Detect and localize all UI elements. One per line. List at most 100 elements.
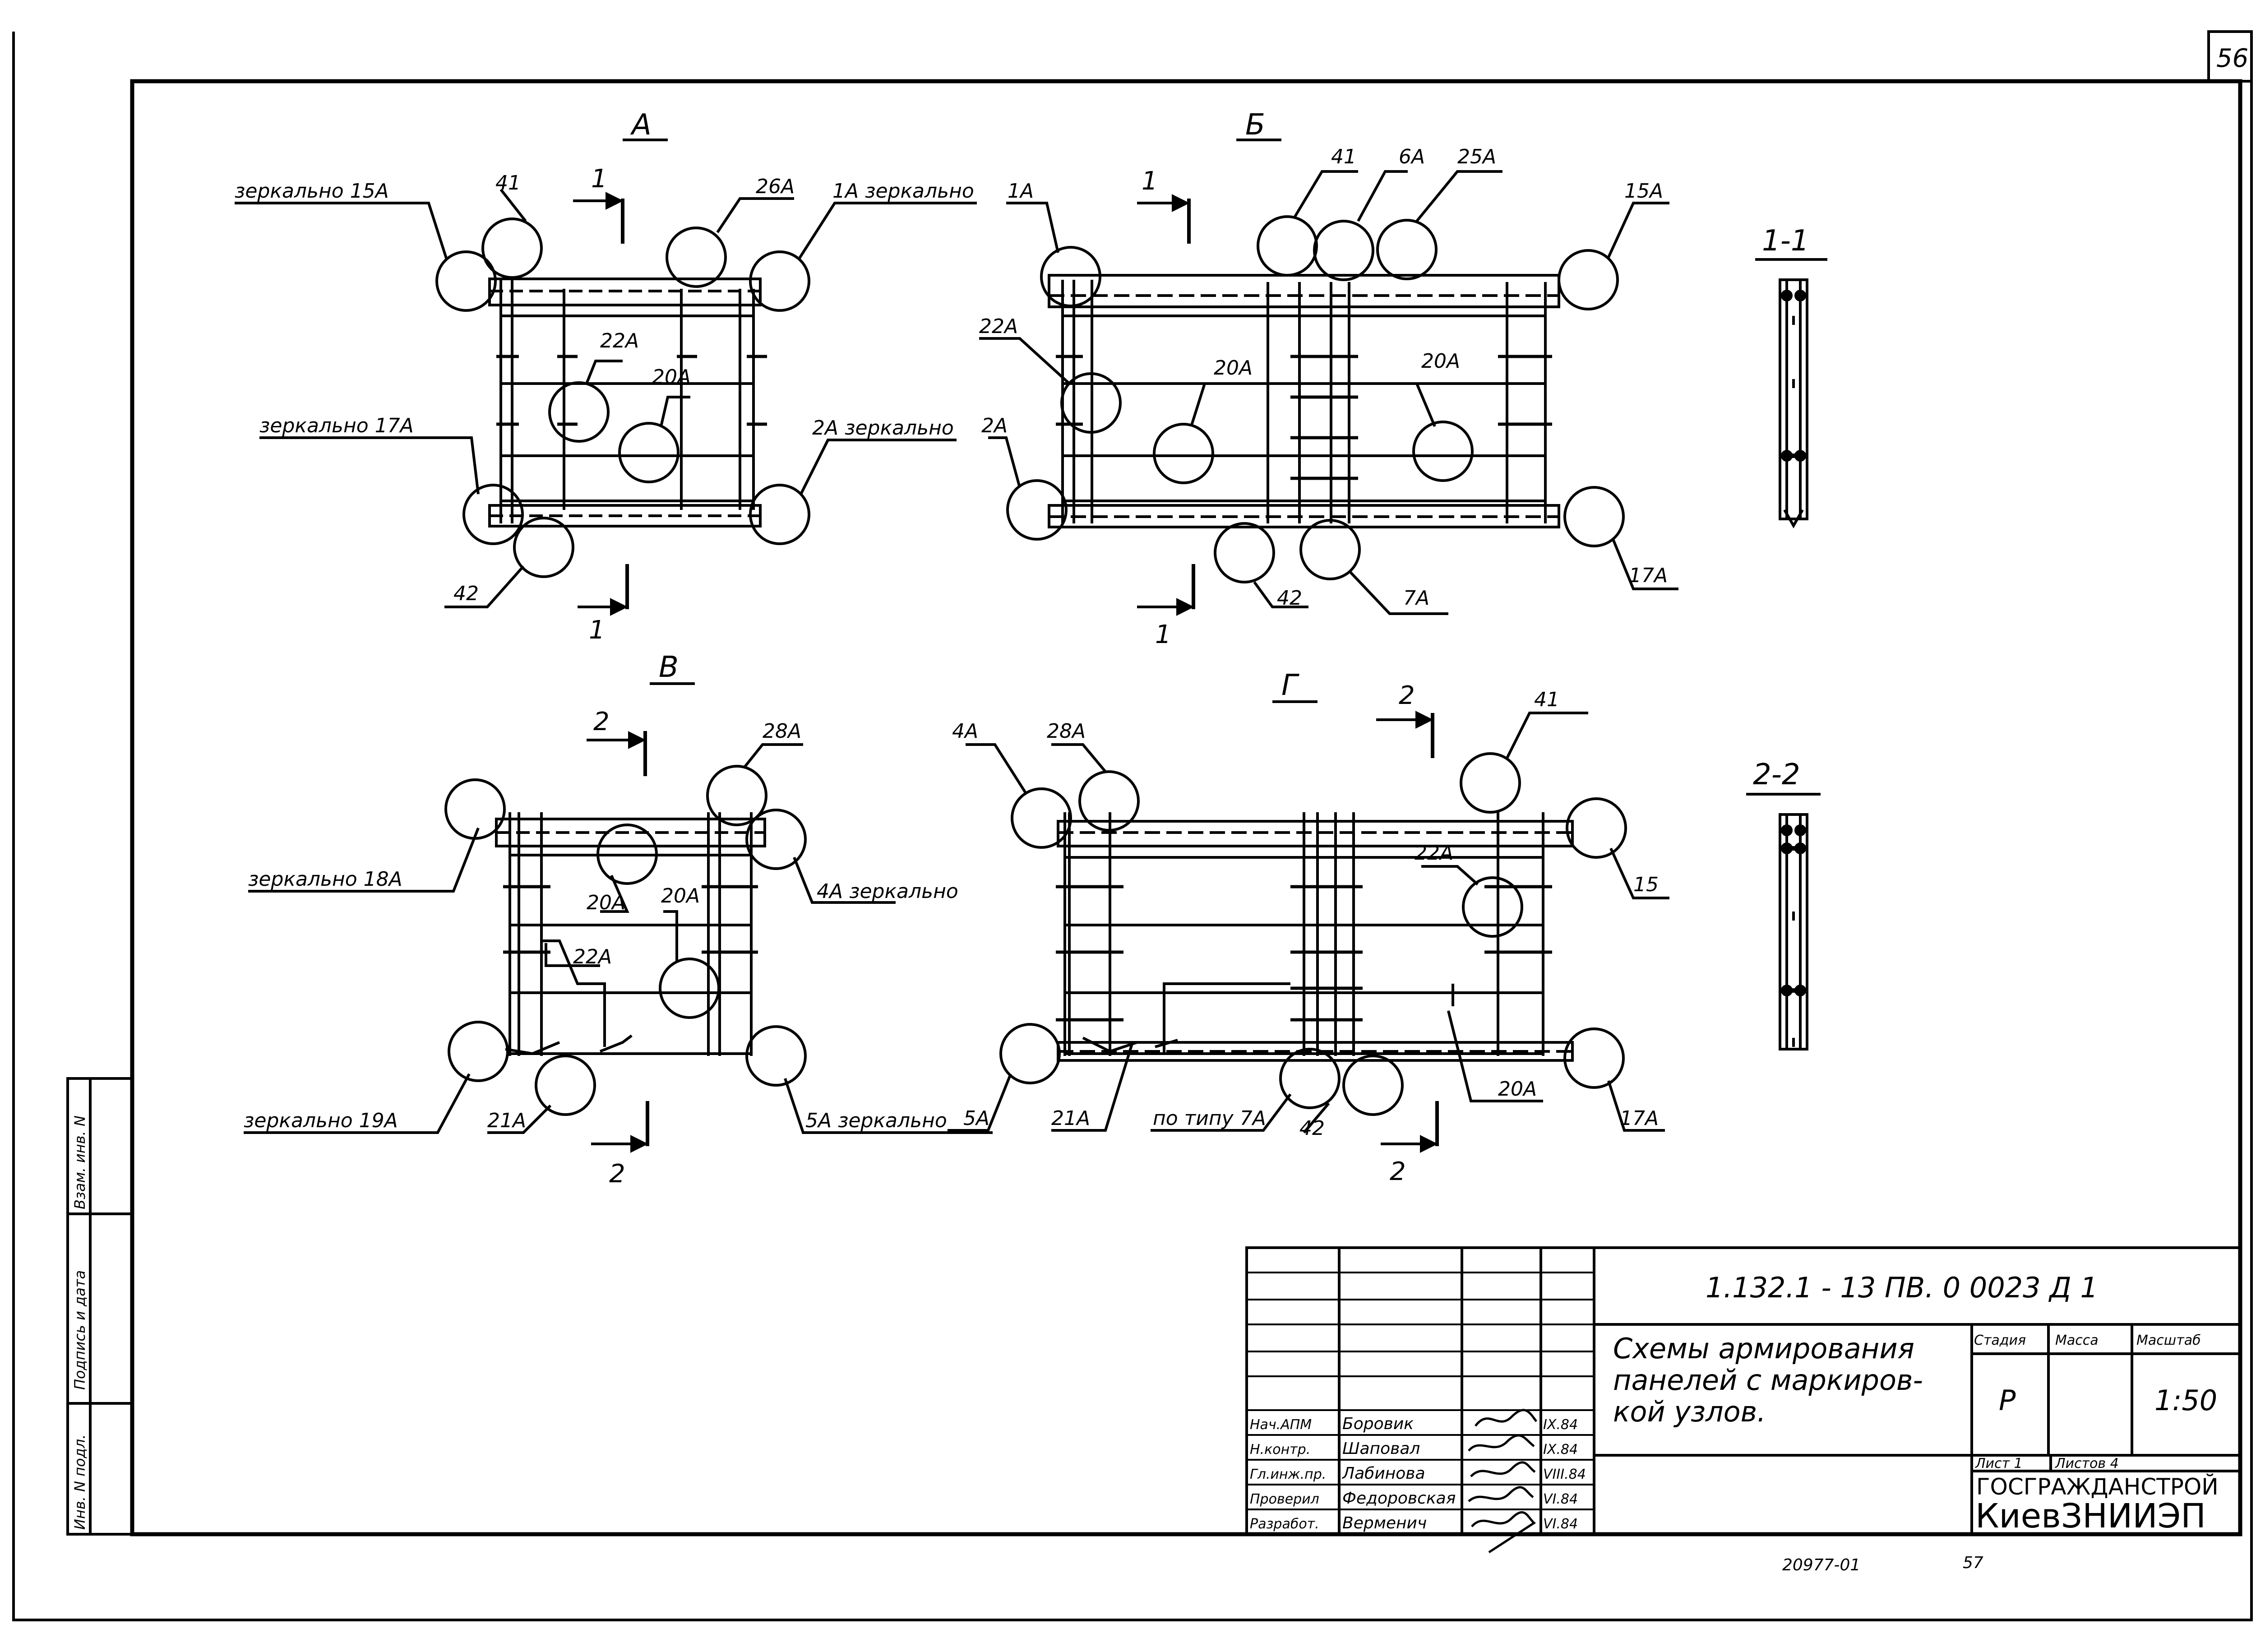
view-a-title: А (630, 108, 652, 142)
section-mark-b-bottom: 1 (1155, 620, 1171, 649)
label-20a-left: 20А (1214, 356, 1253, 379)
label-22a: 22А (979, 315, 1018, 338)
date-2: IX.84 (1543, 1442, 1578, 1458)
view-g (948, 700, 1669, 1153)
label-41: 41 (1534, 688, 1559, 711)
label-6a: 6А (1399, 145, 1425, 168)
column-mass: Масса (2055, 1333, 2099, 1348)
label-21a: 21А (487, 1109, 526, 1132)
section-mark-b-top: 1 (1142, 167, 1158, 196)
label-4a: 4А (952, 720, 978, 743)
view-v-title: В (659, 651, 679, 684)
scale-value: 1:50 (2154, 1384, 2217, 1417)
label-41: 41 (1331, 145, 1356, 168)
label-22a: 22А (1415, 842, 1453, 865)
label-20a-b: 20А (661, 884, 700, 907)
footer-archive-number: 20977-01 (1782, 1556, 1860, 1574)
title-block-text: 1.132.1 - 13 ПВ. 0 0023 Д 1 Схемы армиро… (1250, 1271, 2219, 1536)
side-stamp-podpis: Подпись и дата (71, 1270, 88, 1390)
view-g-title: Г (1281, 669, 1299, 702)
label-type-7a: по типу 7А (1153, 1107, 1266, 1130)
label-1a: 1А (1008, 180, 1034, 203)
label-42: 42 (1277, 587, 1302, 610)
view-v-labels: В 28А зеркально 18А 20А 20А 4А зеркально… (244, 651, 958, 1189)
date-5: VI.84 (1543, 1516, 1578, 1532)
label-26a: 26А (756, 175, 795, 198)
name-2: Шаповал (1342, 1439, 1420, 1458)
label-15: 15 (1633, 873, 1659, 896)
stage-value: Р (1999, 1384, 2016, 1417)
label-mirror-2a: 2А зеркально (812, 416, 954, 440)
section-mark-v-bottom: 2 (609, 1159, 625, 1189)
label-17a: 17А (1620, 1107, 1659, 1130)
section-2-2 (1746, 793, 1821, 1050)
label-20a-right: 20А (1421, 350, 1460, 373)
sheet-number: 56 (2216, 44, 2248, 73)
date-4: VI.84 (1543, 1491, 1578, 1507)
label-20a-a: 20А (587, 891, 625, 914)
view-v (244, 682, 993, 1153)
title-block-grid (1245, 1246, 2242, 1536)
description-line-1: Схемы армирования (1613, 1332, 1914, 1365)
label-mirror-18a: зеркально 18А (248, 868, 402, 891)
section-1-1 (1755, 258, 1827, 529)
name-4: Федоровская (1342, 1489, 1456, 1508)
label-28a: 28А (763, 720, 801, 743)
section-mark-v-top: 2 (593, 707, 610, 736)
doc-code: 1.132.1 - 13 ПВ. 0 0023 Д 1 (1706, 1271, 2098, 1304)
side-stamp (66, 1077, 134, 1536)
view-a (235, 139, 977, 616)
label-mirror-5a: 5А зеркально (805, 1109, 947, 1132)
name-1: Боровик (1342, 1415, 1414, 1433)
footer-page-number: 57 (1963, 1554, 1983, 1572)
organization-institute: КиевЗНИИЭП (1975, 1497, 2206, 1536)
role-3: Гл.инж.пр. (1250, 1467, 1326, 1482)
section-mark-a-bottom: 1 (589, 615, 605, 645)
label-22a: 22А (600, 329, 639, 352)
label-mirror-15a: зеркально 15А (235, 180, 389, 203)
label-41: 41 (495, 171, 521, 194)
label-mirror-4a: 4А зеркально (817, 880, 958, 903)
section-2-2-title: 2-2 (1753, 758, 1800, 791)
section-mark-a-top: 1 (591, 164, 607, 194)
name-5: Верменич (1342, 1514, 1427, 1532)
column-scale: Масштаб (2136, 1333, 2201, 1348)
sheet-label: Лист 1 (1975, 1456, 2023, 1472)
label-15a: 15А (1624, 180, 1663, 203)
side-stamp-vzam: Взам. инв. N (71, 1115, 88, 1209)
sheets-label: Листов 4 (2055, 1456, 2119, 1472)
label-5a: 5А (963, 1107, 989, 1130)
description-line-3: кой узлов. (1613, 1395, 1766, 1428)
label-22a: 22А (573, 945, 612, 968)
label-21a: 21А (1051, 1107, 1090, 1130)
date-1: IX.84 (1543, 1417, 1578, 1433)
sheet-frame (12, 30, 2253, 1621)
name-3: Лабинова (1341, 1464, 1425, 1483)
label-7a: 7А (1403, 587, 1429, 610)
column-stage: Стадия (1974, 1333, 2026, 1348)
label-25a: 25А (1457, 145, 1496, 168)
side-stamp-inv-podl: Инв. N подл. (71, 1435, 88, 1530)
view-a-labels: А зеркально 15А 41 26А 1А зеркально 22А … (235, 108, 974, 645)
organization-ministry: ГОСГРАЖДАНСТРОЙ (1976, 1473, 2219, 1500)
label-42: 42 (453, 582, 479, 605)
view-b-labels: Б 1А 41 6А 25А 15А 22А 20А 20А 2А 42 7А … (979, 108, 1668, 649)
section-mark-g-bottom: 2 (1390, 1157, 1406, 1186)
label-mirror-17a: зеркально 17А (259, 414, 414, 437)
role-5: Разработ. (1250, 1516, 1319, 1532)
section-mark-g-top: 2 (1399, 681, 1415, 710)
role-4: Проверил (1250, 1491, 1319, 1507)
view-g-labels: Г 4А 28А 41 22А 15 5А 21А по типу 7А 42 … (952, 669, 1659, 1186)
section-1-1-title: 1-1 (1762, 224, 1809, 258)
label-2a: 2А (981, 414, 1008, 437)
role-1: Нач.АПМ (1250, 1417, 1312, 1433)
label-28a: 28А (1047, 720, 1086, 743)
label-20a: 20А (652, 366, 691, 389)
view-b-title: Б (1245, 108, 1265, 142)
role-2: Н.контр. (1250, 1442, 1310, 1458)
date-3: VIII.84 (1543, 1467, 1586, 1482)
description-line-2: панелей с маркиров- (1613, 1364, 1923, 1397)
label-mirror-1a: 1А зеркально (832, 180, 974, 203)
label-mirror-19a: зеркально 19А (244, 1109, 398, 1132)
